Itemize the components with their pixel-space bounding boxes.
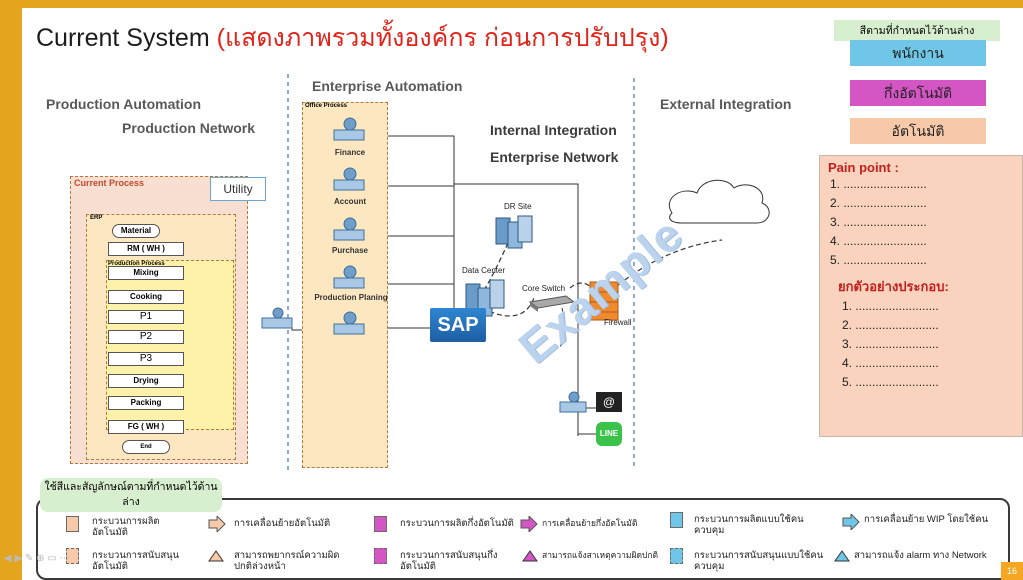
example-item: 3. ......................... [842,337,939,351]
rm-node: RM ( WH ) [108,242,184,256]
zone-external-integration: External Integration [660,96,792,112]
legend-item: สามารถแจ้ง alarm ทาง Network [854,550,987,561]
symbol-legend-header: ใช้สีและสัญลักษณ์ตามที่กำหนดไว้ด้านล่าง [40,478,222,512]
page-title: Current System (แสดงภาพรวมทั้งองค์กร ก่อ… [36,18,669,58]
dept-production-planning: Production Planing [314,293,388,302]
color-legend-title: สีตามที่กำหนดไว้ด้านล่าง [834,20,1000,41]
legend-item: กระบวนการผลิตอัตโนมัติ [92,516,160,538]
material-node: Material [112,224,160,238]
triangle-alarm-icon [834,550,850,562]
pain-point-title: Pain point : [828,160,899,175]
arrow-auto-icon [208,516,226,532]
notify-person-icon [559,391,587,413]
pain-point-item: 1. ......................... [830,177,927,191]
line-app-icon: LINE [596,422,622,446]
purchase-person-icon [333,217,365,241]
process-step: P1 [108,310,184,324]
firewall-icon [589,281,619,321]
legend-item: กระบวนการสนับสนุนแบบใช้คนควบคุม [694,550,824,572]
dr-site-label: DR Site [504,202,532,211]
legend-semi-process-swatch [374,516,387,532]
process-step: Packing [108,396,184,410]
email-icon: @ [596,392,622,412]
pain-point-item: 4. ......................... [830,234,927,248]
zone-enterprise-automation: Enterprise Automation [312,78,463,94]
process-step: Mixing [108,266,184,280]
legend-item: กระบวนการผลิตแบบใช้คนควบคุม [694,514,804,536]
legend-item: การเคลื่อนย้าย WIP โดยใช้คน [864,514,989,525]
legend-item: การเคลื่อนย้ายอัตโนมัติ [234,518,331,529]
utility-box: Utility [210,177,266,201]
arrow-semi-icon [520,516,538,532]
triangle-cause-icon [522,550,538,562]
zone-internal-integration: Internal Integration [490,122,617,138]
legend-item: กระบวนการสนับสนุนอัตโนมัติ [92,550,180,572]
production-process-label: Production Process [108,261,165,267]
zone-enterprise-network: Enterprise Network [490,149,619,165]
zone-production-automation: Production Automation [46,96,202,112]
pain-point-box: Pain point : 1. ........................… [819,155,1023,437]
pain-point-item: 5. ......................... [830,253,927,267]
process-step: Drying [108,374,184,388]
legend-item: การเคลื่อนย้ายกึ่งอัตโนมัติ [542,518,638,528]
office-person-icon [333,311,365,335]
process-step: P3 [108,352,184,366]
operator-icon [261,307,293,329]
process-step: P2 [108,330,184,344]
legend-employee: พนักงาน [850,40,986,66]
dept-account: Account [334,197,366,206]
process-step: Cooking [108,290,184,304]
sap-logo: SAP [430,308,486,342]
arrow-manual-icon [842,514,860,530]
erp-label: ERP [90,215,103,221]
finance-person-icon [333,117,365,141]
fg-node: FG ( WH ) [108,420,184,434]
legend-manual-process-swatch [670,512,683,528]
legend-item: สามารถพยากรณ์ความผิดปกติล่วงหน้า [234,550,340,572]
dr-server-icon [495,215,533,249]
legend-item: กระบวนการสนับสนุนกึ่งอัตโนมัติ [400,550,498,572]
legend-item: สามารถแจ้งสาเหตุความผิดปกติ [542,550,659,560]
firewall-label: Firewall [604,318,632,327]
example-item: 4. ......................... [842,356,939,370]
legend-semi-auto: กึ่งอัตโนมัติ [850,80,986,106]
pain-point-item: 3. ......................... [830,215,927,229]
office-process-label: Office Process [305,103,348,109]
example-item: 5. ......................... [842,375,939,389]
current-process-label: Current Process [74,178,145,188]
pain-point-item: 2. ......................... [830,196,927,210]
core-switch-icon [528,295,576,312]
data-center-label: Data Center [462,266,506,275]
dept-finance: Finance [334,148,366,157]
account-person-icon [333,167,365,191]
legend-auto: อัตโนมัติ [850,118,986,144]
presentation-controls[interactable]: ◀ ▶ ✎ ⊕ ▭ ⋯ [4,553,70,564]
page-number-badge: 16 [1001,562,1023,580]
example-item: 2. ......................... [842,318,939,332]
slide: Current System (แสดงภาพรวมทั้งองค์กร ก่อ… [22,8,1023,580]
title-main: Current System [36,24,210,52]
example-item: 1. ......................... [842,299,939,313]
core-switch-label: Core Switch [522,284,566,293]
legend-item: กระบวนการผลิตกึ่งอัตโนมัติ [400,518,514,529]
zone-production-network: Production Network [122,120,256,136]
legend-manual-support-swatch [670,548,683,564]
legend-auto-support-swatch [66,548,79,564]
dept-purchase: Purchase [331,246,369,255]
planning-person-icon [333,265,365,289]
legend-auto-process-swatch [66,516,79,532]
example-title: ยกตัวอย่างประกอบ: [838,279,949,294]
legend-semi-support-swatch [374,548,387,564]
end-node: End [122,440,170,454]
title-thai: (แสดงภาพรวมทั้งองค์กร ก่อนการปรับปรุง) [216,24,669,52]
triangle-forecast-icon [208,550,224,562]
